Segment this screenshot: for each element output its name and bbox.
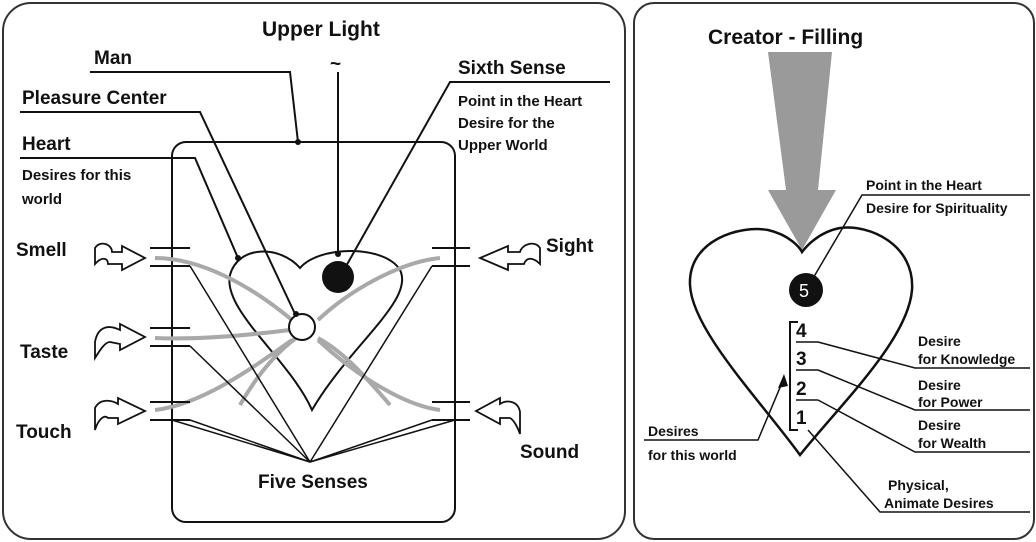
heart-desc-line-2: world bbox=[21, 191, 62, 208]
smell-arrow-icon bbox=[94, 242, 147, 272]
five-senses-label: Five Senses bbox=[258, 472, 368, 493]
smell-label: Smell bbox=[16, 240, 67, 261]
wealth-label-1: Desire bbox=[918, 417, 961, 433]
knowledge-label-2: for Knowledge bbox=[918, 351, 1015, 367]
heart-shape bbox=[228, 250, 404, 413]
this-world-label-1: Desires bbox=[648, 423, 699, 439]
creator-filling-arrow-icon bbox=[768, 52, 836, 250]
left-panel: ~ bbox=[2, 2, 626, 540]
sixth-desc-line-2: Desire for the bbox=[458, 115, 555, 132]
upper-light-tilde: ~ bbox=[330, 54, 341, 75]
level-3-label: 3 bbox=[796, 349, 807, 370]
five-senses-lines bbox=[171, 265, 456, 463]
this-world-arrowhead-icon bbox=[778, 374, 788, 388]
physical-label-1: Physical, bbox=[888, 477, 949, 493]
sound-label: Sound bbox=[520, 442, 579, 463]
sense-flow-arrows bbox=[154, 256, 441, 412]
sixth-sense-label: Sixth Sense bbox=[458, 58, 566, 79]
physical-label-2: Animate Desires bbox=[884, 495, 994, 511]
level-1-label: 1 bbox=[796, 408, 807, 429]
level-2-label: 2 bbox=[796, 379, 807, 400]
level-5-dot bbox=[789, 273, 823, 307]
sight-label: Sight bbox=[546, 236, 594, 257]
point-in-heart-dot bbox=[322, 261, 354, 293]
touch-arrow-icon bbox=[94, 396, 148, 431]
touch-label: Touch bbox=[16, 422, 72, 443]
sixth-desc-line-3: Upper World bbox=[458, 137, 548, 154]
power-label-2: for Power bbox=[918, 394, 983, 410]
creator-filling-label: Creator - Filling bbox=[708, 26, 863, 49]
sound-arrow-icon bbox=[474, 396, 521, 435]
wealth-label-2: for Wealth bbox=[918, 435, 986, 451]
input-arrows bbox=[94, 242, 541, 435]
man-label: Man bbox=[94, 48, 132, 69]
left-panel-frame bbox=[2, 2, 626, 540]
right-panel: Creator - Filling 5 Point in the Heart D… bbox=[633, 2, 1035, 540]
level-5-label: 5 bbox=[799, 281, 809, 301]
heart-label: Heart bbox=[22, 134, 71, 155]
pleasure-center-label: Pleasure Center bbox=[22, 88, 167, 109]
point-in-heart-label: Point in the Heart bbox=[866, 177, 982, 193]
this-world-label-2: for this world bbox=[648, 447, 737, 463]
sight-arrow-icon bbox=[477, 242, 541, 272]
level-4-label: 4 bbox=[796, 321, 807, 342]
power-label-1: Desire bbox=[918, 377, 961, 393]
man-body-box bbox=[171, 141, 456, 523]
sense-ports bbox=[150, 247, 470, 421]
knowledge-label-1: Desire bbox=[918, 333, 961, 349]
taste-label: Taste bbox=[20, 342, 68, 363]
taste-arrow-icon bbox=[94, 322, 147, 362]
upper-light-label: Upper Light bbox=[262, 18, 380, 41]
desire-spirituality-label: Desire for Spirituality bbox=[866, 200, 1008, 216]
heart-desc-line-1: Desires for this bbox=[22, 167, 131, 184]
sixth-desc-line-1: Point in the Heart bbox=[458, 93, 582, 110]
pleasure-center-circle bbox=[288, 313, 316, 341]
